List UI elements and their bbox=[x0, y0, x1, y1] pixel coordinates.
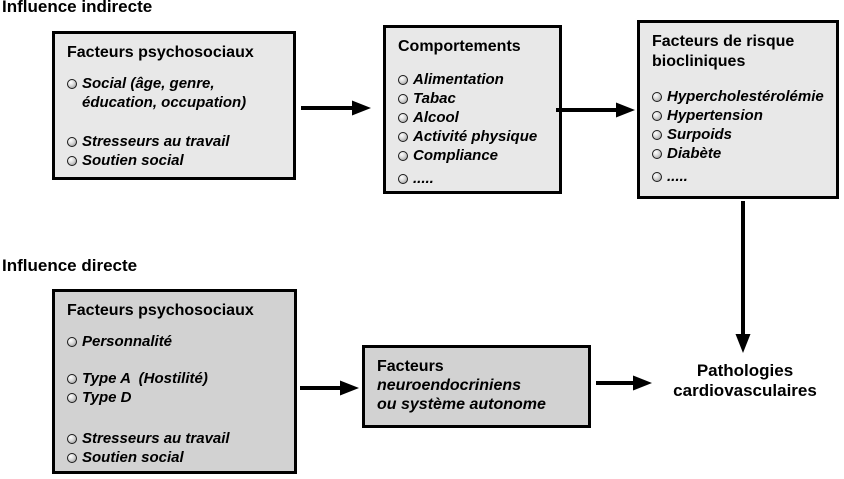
section-label-indirect: Influence indirecte bbox=[2, 0, 153, 16]
list-item: Surpoids bbox=[652, 125, 828, 144]
list-item: Hypertension bbox=[652, 106, 828, 125]
bullet-icon bbox=[67, 137, 77, 147]
box-title: Facteurs psychosociaux bbox=[67, 44, 254, 61]
bullet-icon bbox=[67, 79, 77, 89]
bullet-icon bbox=[398, 94, 408, 104]
list-item: Personnalité bbox=[67, 332, 286, 351]
bullet-icon bbox=[67, 453, 77, 463]
list-item: Soutien social bbox=[67, 151, 285, 170]
list-item: Stresseurs au travail bbox=[67, 132, 285, 151]
arrow-psychosocial-to-comportements bbox=[301, 100, 371, 116]
bullet-icon bbox=[398, 75, 408, 85]
box-items: Hypercholestérolémie Hypertension Surpoi… bbox=[652, 87, 828, 186]
list-item: Soutien social bbox=[67, 448, 286, 467]
bullet-icon bbox=[652, 92, 662, 102]
bullet-icon bbox=[398, 174, 408, 184]
list-item: Stresseurs au travail bbox=[67, 429, 286, 448]
list-item: Hypercholestérolémie bbox=[652, 87, 828, 106]
box-title: Facteurs psychosociaux bbox=[67, 302, 254, 319]
box-items: Social (âge, genre, éducation, occupatio… bbox=[67, 74, 285, 170]
bullet-icon bbox=[398, 151, 408, 161]
list-item: Alimentation bbox=[398, 70, 551, 89]
bullet-icon bbox=[67, 156, 77, 166]
box-psychosocial-direct: Facteurs psychosociaux Personnalité Type… bbox=[52, 289, 297, 474]
box-items: Alimentation Tabac Alcool Activité physi… bbox=[398, 70, 551, 188]
bullet-icon bbox=[67, 393, 77, 403]
endpoint-pathologies: Pathologies cardiovasculaires bbox=[673, 361, 817, 400]
box-title: Facteurs de risque biocliniques bbox=[652, 33, 795, 70]
bullet-icon bbox=[652, 111, 662, 121]
box-title: Facteurs bbox=[377, 358, 444, 375]
list-item: Social (âge, genre, éducation, occupatio… bbox=[67, 74, 285, 112]
box-items: Personnalité Type A (Hostilité) Type D S… bbox=[67, 332, 286, 467]
box-risque-biocliniques: Facteurs de risque biocliniques Hypercho… bbox=[637, 20, 839, 199]
list-item: ..... bbox=[398, 169, 551, 188]
box-comportements: Comportements Alimentation Tabac Alcool … bbox=[383, 25, 562, 194]
arrow-neuroendocrine-to-pathologies bbox=[596, 375, 652, 391]
bullet-icon bbox=[398, 132, 408, 142]
section-label-direct: Influence directe bbox=[2, 256, 138, 275]
list-item: Compliance bbox=[398, 146, 551, 165]
list-item: Tabac bbox=[398, 89, 551, 108]
bullet-icon bbox=[652, 130, 662, 140]
list-item: Type A (Hostilité) bbox=[67, 369, 286, 388]
box-title: Comportements bbox=[398, 38, 521, 55]
box-subtitle: neuroendocriniens ou système autonome bbox=[377, 377, 546, 413]
box-psychosocial-indirect: Facteurs psychosociaux Social (âge, genr… bbox=[52, 31, 296, 180]
list-item: Alcool bbox=[398, 108, 551, 127]
list-item: Type D bbox=[67, 388, 286, 407]
bullet-icon bbox=[398, 113, 408, 123]
box-neuroendocrine: Facteurs neuroendocriniens ou système au… bbox=[362, 345, 591, 428]
list-item: ..... bbox=[652, 167, 828, 186]
bullet-icon bbox=[67, 434, 77, 444]
bullet-icon bbox=[67, 337, 77, 347]
list-item: Diabète bbox=[652, 144, 828, 163]
list-item: Activité physique bbox=[398, 127, 551, 146]
bullet-icon bbox=[67, 374, 77, 384]
arrow-comportements-to-risque bbox=[556, 102, 635, 118]
bullet-icon bbox=[652, 172, 662, 182]
bullet-icon bbox=[652, 149, 662, 159]
arrow-risque-to-pathologies bbox=[735, 201, 751, 353]
arrow-psychosocial-to-neuroendocrine bbox=[300, 380, 359, 396]
